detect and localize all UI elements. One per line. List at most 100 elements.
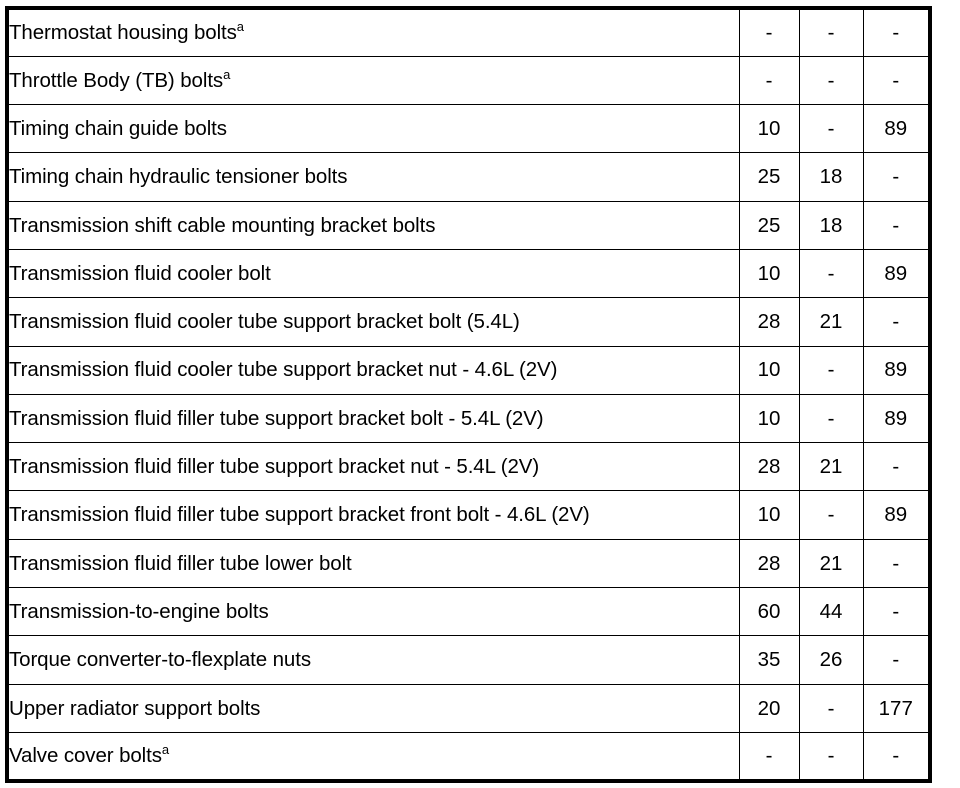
fastener-label: Transmission fluid cooler tube support b… — [9, 358, 558, 382]
table-row: Transmission fluid filler tube support b… — [6, 393, 931, 444]
cell-value-2: 18 — [798, 200, 864, 250]
table-row: Timing chain guide bolts 10-89 — [6, 104, 931, 154]
table-row: Transmission shift cable mounting bracke… — [6, 200, 931, 250]
cell-description: Thermostat housing boltsa — [6, 7, 740, 57]
cell-value-2: - — [798, 55, 864, 106]
fastener-label: Transmission-to-engine bolts — [9, 599, 269, 623]
cell-value-2: - — [798, 731, 864, 782]
cell-value-1: 10 — [738, 490, 800, 540]
cell-description: Transmission fluid cooler tube support b… — [6, 297, 740, 347]
cell-value-2: - — [798, 7, 864, 57]
cell-value-3: - — [862, 635, 931, 685]
cell-value-3: - — [862, 587, 931, 637]
cell-description: Throttle Body (TB) boltsa — [6, 55, 740, 106]
cell-value-1: 28 — [738, 297, 800, 347]
fastener-label: Transmission fluid filler tube lower bol… — [9, 551, 352, 575]
footnote-marker: a — [161, 742, 170, 758]
cell-value-2: - — [798, 393, 864, 444]
cell-value-1: 25 — [738, 200, 800, 250]
cell-value-3: - — [862, 200, 931, 250]
cell-value-2: - — [798, 248, 864, 299]
table-row: Valve cover boltsa--- — [6, 731, 931, 782]
cell-value-2: 44 — [798, 587, 864, 637]
cell-value-3: 89 — [862, 345, 931, 395]
fastener-label: Transmission shift cable mounting bracke… — [9, 213, 436, 237]
cell-value-3: - — [862, 297, 931, 347]
fastener-label: Transmission fluid filler tube support b… — [9, 503, 590, 527]
cell-value-1: 28 — [738, 538, 800, 589]
cell-value-3: - — [862, 7, 931, 57]
table-row: Transmission fluid filler tube support b… — [6, 490, 931, 540]
cell-value-1: 10 — [738, 104, 800, 154]
cell-description: Transmission fluid filler tube support b… — [6, 490, 740, 540]
fastener-label: Transmission fluid filler tube support b… — [9, 406, 544, 430]
table-row: Timing chain hydraulic tensioner bolts 25… — [6, 152, 931, 202]
cell-value-1: 60 — [738, 587, 800, 637]
cell-value-1: 10 — [738, 345, 800, 395]
cell-value-1: 20 — [738, 683, 800, 733]
fastener-label: Timing chain guide bolts — [9, 116, 227, 140]
cell-value-2: - — [798, 490, 864, 540]
cell-description: Transmission fluid cooler bolt — [6, 248, 740, 299]
cell-description: Timing chain hydraulic tensioner bolts — [6, 152, 740, 202]
table-row: Transmission fluid cooler bolt 10-89 — [6, 248, 931, 299]
cell-description: Transmission shift cable mounting bracke… — [6, 200, 740, 250]
table-row: Upper radiator support bolts 20-177 — [6, 683, 931, 733]
cell-value-2: 21 — [798, 538, 864, 589]
table-row: Transmission fluid cooler tube support b… — [6, 345, 931, 395]
fastener-label: Thermostat housing bolts — [9, 21, 237, 45]
cell-value-1: 28 — [738, 442, 800, 492]
cell-value-1: - — [738, 7, 800, 57]
cell-value-3: 89 — [862, 104, 931, 154]
footnote-marker: a — [223, 66, 231, 82]
cell-value-1: 10 — [738, 248, 800, 299]
cell-value-1: 10 — [738, 393, 800, 444]
table-row: Transmission fluid cooler tube support b… — [6, 297, 931, 347]
cell-value-3: - — [862, 731, 931, 782]
cell-value-3: - — [862, 442, 931, 492]
cell-value-2: - — [798, 104, 864, 154]
cell-description: Torque converter-to-flexplate nuts — [6, 635, 740, 685]
torque-specifications-table: Thermostat housing boltsa---Throttle Bod… — [5, 6, 932, 783]
cell-value-2: 21 — [798, 297, 864, 347]
cell-description: Timing chain guide bolts — [6, 104, 740, 154]
fastener-label: Valve cover bolts — [9, 744, 162, 768]
cell-value-2: 21 — [798, 442, 864, 492]
table-body: Thermostat housing boltsa---Throttle Bod… — [6, 7, 931, 782]
cell-description: Transmission fluid filler tube support b… — [6, 442, 740, 492]
cell-value-1: 25 — [738, 152, 800, 202]
cell-value-3: 89 — [862, 248, 931, 299]
cell-description: Transmission fluid filler tube lower bol… — [6, 538, 740, 589]
cell-value-3: 89 — [862, 393, 931, 444]
cell-value-2: - — [798, 345, 864, 395]
fastener-label: Transmission fluid cooler tube support b… — [9, 310, 520, 334]
cell-description: Valve cover boltsa — [6, 731, 740, 782]
cell-value-3: - — [862, 538, 931, 589]
cell-value-1: 35 — [738, 635, 800, 685]
cell-description: Transmission-to-engine bolts — [6, 587, 740, 637]
fastener-label: Transmission fluid cooler bolt — [9, 261, 271, 285]
footnote-marker: a — [236, 19, 244, 35]
cell-value-2: 26 — [798, 635, 864, 685]
cell-value-3: - — [862, 55, 931, 106]
fastener-label: Torque converter-to-flexplate nuts — [9, 648, 311, 672]
fastener-label: Throttle Body (TB) bolts — [9, 68, 224, 92]
cell-value-2: - — [798, 683, 864, 733]
fastener-label: Upper radiator support bolts — [9, 696, 261, 720]
cell-description: Transmission fluid filler tube support b… — [6, 393, 740, 444]
cell-value-3: - — [862, 152, 931, 202]
fastener-label: Timing chain hydraulic tensioner bolts — [9, 165, 348, 189]
cell-value-3: 177 — [862, 683, 931, 733]
cell-description: Upper radiator support bolts — [6, 683, 740, 733]
fastener-label: Transmission fluid filler tube support b… — [9, 455, 540, 479]
cell-value-1: - — [738, 731, 800, 782]
table-row: Thermostat housing boltsa--- — [6, 7, 931, 57]
torque-specifications-table-container: Thermostat housing boltsa---Throttle Bod… — [5, 6, 932, 783]
cell-value-1: - — [738, 55, 800, 106]
cell-value-3: 89 — [862, 490, 931, 540]
cell-value-2: 18 — [798, 152, 864, 202]
table-row: Transmission fluid filler tube lower bol… — [6, 538, 931, 589]
cell-description: Transmission fluid cooler tube support b… — [6, 345, 740, 395]
